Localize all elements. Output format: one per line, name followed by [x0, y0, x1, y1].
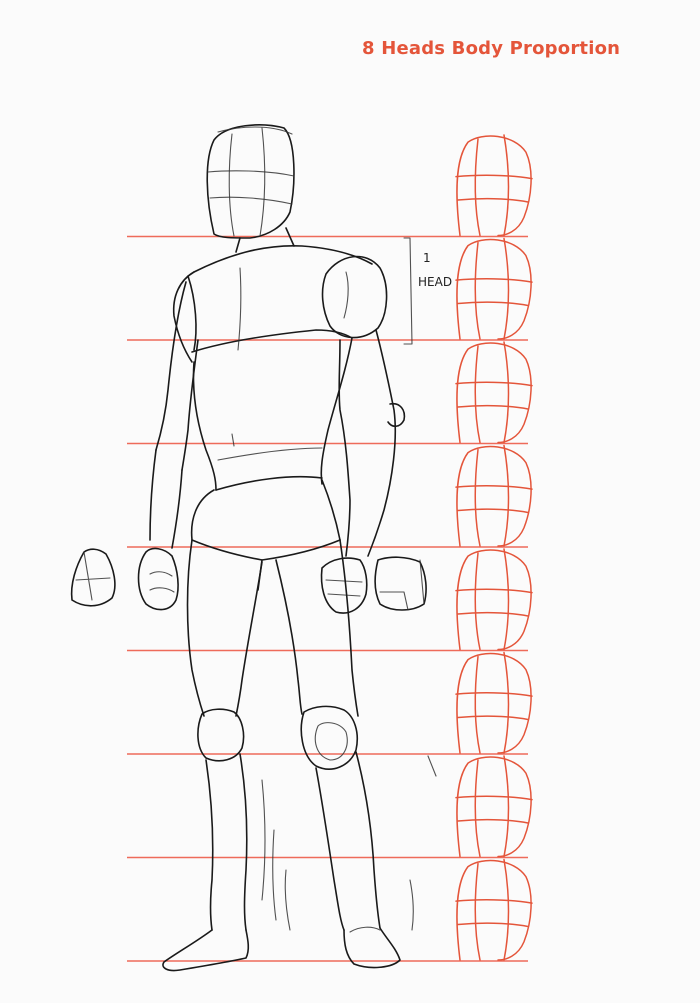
proportion-head [456, 135, 532, 236]
hand-sketch-right [375, 557, 426, 610]
figure-right-arm [322, 330, 405, 613]
proportion-head [456, 342, 532, 443]
hand-sketch-left [72, 549, 115, 606]
proportion-head [456, 653, 532, 754]
proportion-head [456, 446, 532, 547]
annotation-number: 1 [423, 251, 431, 265]
head-measure-annotation: 1 HEAD [404, 238, 452, 344]
figure-legs [163, 540, 436, 971]
proportion-head [456, 549, 532, 650]
figure-sketch [72, 125, 436, 971]
annotation-word: HEAD [418, 275, 452, 289]
proportion-head [456, 756, 532, 857]
proportion-head [456, 239, 532, 340]
figure-head [207, 125, 294, 238]
proportion-head [456, 860, 532, 961]
